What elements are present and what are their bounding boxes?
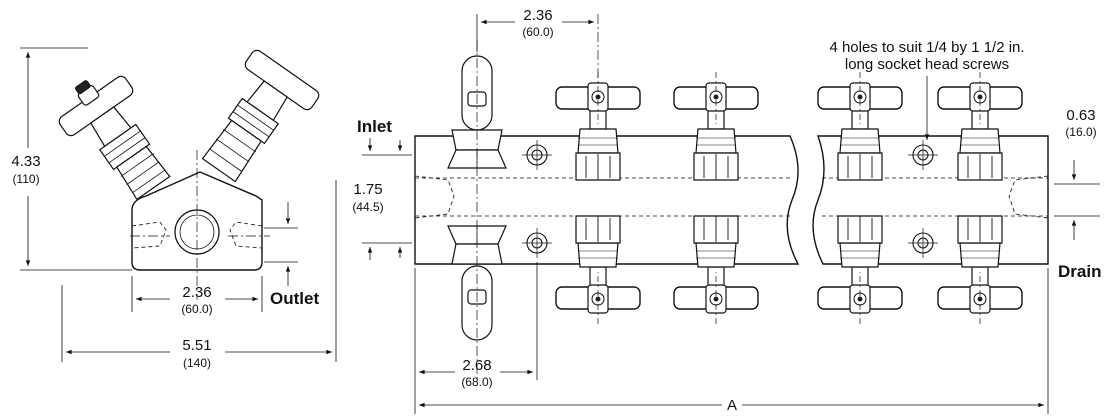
- side-height-mm: (110): [12, 172, 39, 186]
- outlet-label: Outlet: [270, 289, 319, 308]
- side-width-in: 5.51: [182, 337, 211, 354]
- outlet-spacing-in: 2.36: [182, 284, 211, 301]
- inlet-offset-mm: (68.0): [461, 375, 492, 389]
- drain-offset-mm: (16.0): [1065, 125, 1096, 139]
- holes-note-line1: 4 holes to suit 1/4 by 1 1/2 in.: [829, 39, 1024, 56]
- inlet-label: Inlet: [357, 117, 392, 136]
- drain-label: Drain: [1058, 262, 1101, 281]
- side-height-in: 4.33: [11, 153, 40, 170]
- valve-spacing-mm: (60.0): [522, 25, 553, 39]
- drain-offset-in: 0.63: [1066, 107, 1095, 124]
- valve-spacing-in: 2.36: [523, 7, 552, 24]
- port-spacing-mm: (44.5): [352, 200, 383, 214]
- inlet-offset-in: 2.68: [462, 357, 491, 374]
- outlet-spacing-mm: (60.0): [181, 302, 212, 316]
- top-view: 2.36 (60.0) 4 holes to suit 1/4 by 1 1/2…: [352, 7, 1101, 414]
- left-valve: [58, 75, 171, 201]
- side-view: 4.33 (110) 2.36 (60.0) Outlet 5.51 (140): [11, 47, 337, 370]
- side-width-mm: (140): [183, 356, 211, 370]
- overall-length-label: A: [727, 397, 737, 414]
- inlet-drain-valve: [447, 40, 507, 380]
- holes-note-line2: long socket head screws: [845, 56, 1009, 73]
- port-spacing-in: 1.75: [353, 181, 382, 198]
- right-valve: [201, 49, 320, 183]
